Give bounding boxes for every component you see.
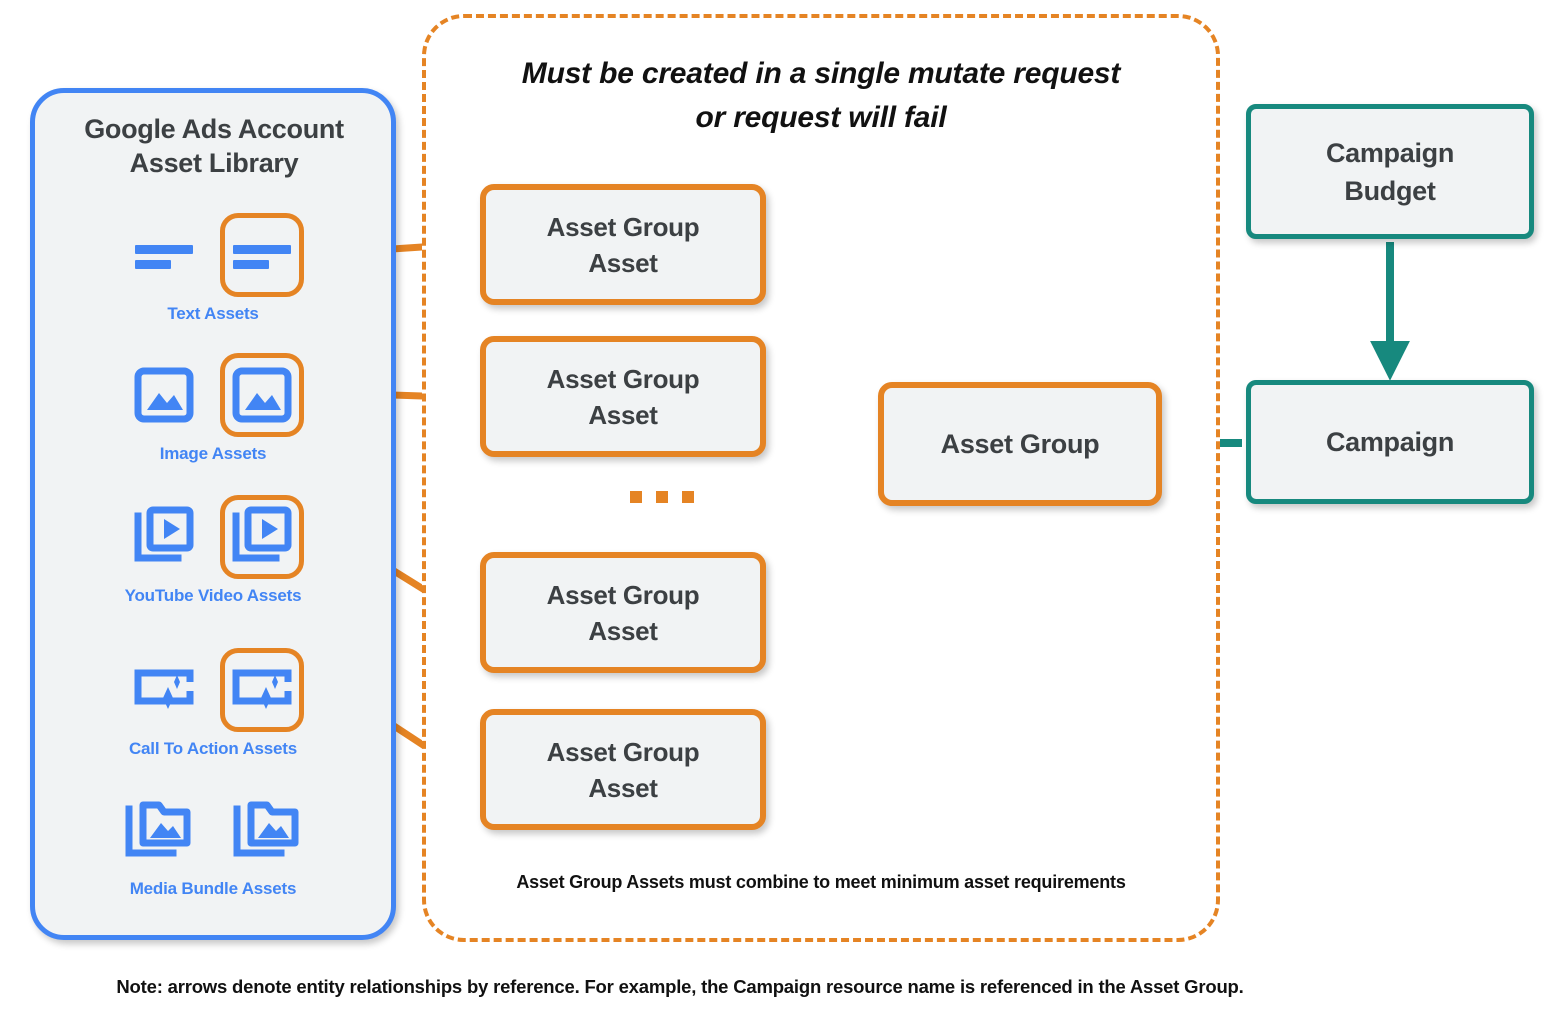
asset-icon-pair-video [30,492,396,582]
asset-group-asset-node-3-line2: Asset [588,615,658,646]
call-to-action-icon [122,648,206,732]
asset-library-title: Google Ads Account Asset Library [46,112,382,180]
ellipsis-indicator [630,491,694,503]
asset-group-asset-node-4[interactable]: Asset Group Asset [480,709,766,830]
asset-row-label-text: Text Assets [167,304,259,323]
image-icon-highlighted[interactable] [220,353,304,437]
asset-group-asset-node-3-line1: Asset Group [546,579,700,610]
asset-icon-pair-image [30,350,396,440]
ellipsis-dot-1 [630,491,642,503]
asset-row-cta[interactable]: Call To Action Assets [30,645,396,759]
campaign-budget-node[interactable]: Campaign Budget [1246,104,1534,239]
campaign-node-label: Campaign [1325,427,1455,457]
media-bundle-icon-second [225,788,309,872]
asset-group-asset-node-1-text: Asset Group Asset [547,209,700,281]
asset-row-video[interactable]: YouTube Video Assets [30,492,396,606]
asset-group-node[interactable]: Asset Group [878,382,1162,506]
asset-group-asset-node-1[interactable]: Asset Group Asset [480,184,766,305]
diagram-footnote: Note: arrows denote entity relationships… [116,976,1244,997]
media-bundle-icon [117,788,201,872]
asset-group-asset-node-4-text: Asset Group Asset [547,734,700,806]
campaign-node[interactable]: Campaign [1246,380,1534,504]
asset-group-asset-node-3[interactable]: Asset Group Asset [480,552,766,673]
asset-group-node-label: Asset Group [940,429,1100,459]
video-stack-icon-highlighted[interactable] [220,495,304,579]
asset-row-label-image: Image Assets [159,444,267,463]
asset-group-asset-node-2[interactable]: Asset Group Asset [480,336,766,457]
call-to-action-icon-highlighted[interactable] [220,648,304,732]
mutate-request-title-line2: or request will fail [695,101,947,134]
asset-group-asset-node-2-line1: Asset Group [546,363,700,394]
asset-row-media-bundle[interactable]: Media Bundle Assets [30,785,396,899]
asset-row-label-media-bundle: Media Bundle Assets [129,879,297,898]
asset-group-asset-node-2-line2: Asset [588,399,658,430]
asset-icon-pair-text [30,210,396,300]
asset-row-image[interactable]: Image Assets [30,350,396,464]
asset-row-label-video: YouTube Video Assets [124,586,302,605]
mutate-request-title: Must be created in a single mutate reque… [440,52,1202,140]
image-icon [122,353,206,437]
campaign-budget-node-text: Campaign Budget [1326,134,1454,210]
video-stack-icon [122,495,206,579]
asset-row-label-cta: Call To Action Assets [128,739,298,758]
asset-library-panel [30,88,396,940]
mutate-request-title-line1: Must be created in a single mutate reque… [521,57,1121,90]
campaign-budget-node-line1: Campaign [1325,137,1455,168]
asset-group-asset-node-1-line2: Asset [588,247,658,278]
asset-icon-pair-media-bundle [30,785,396,875]
asset-row-text[interactable]: Text Assets [30,210,396,324]
asset-library-title-line2: Asset Library [129,148,299,178]
ellipsis-dot-2 [656,491,668,503]
asset-icon-pair-cta [30,645,396,735]
asset-group-asset-node-4-line2: Asset [588,772,658,803]
asset-group-asset-node-2-text: Asset Group Asset [547,361,700,433]
text-lines-icon [122,213,206,297]
ellipsis-dot-3 [682,491,694,503]
asset-group-asset-node-1-line1: Asset Group [546,211,700,242]
asset-group-asset-node-3-text: Asset Group Asset [547,577,700,649]
asset-library-title-line1: Google Ads Account [84,114,344,144]
mutate-request-footnote: Asset Group Assets must combine to meet … [516,872,1126,892]
asset-group-asset-node-4-line1: Asset Group [546,736,700,767]
text-lines-icon-highlighted[interactable] [220,213,304,297]
campaign-budget-node-line2: Budget [1344,175,1436,206]
